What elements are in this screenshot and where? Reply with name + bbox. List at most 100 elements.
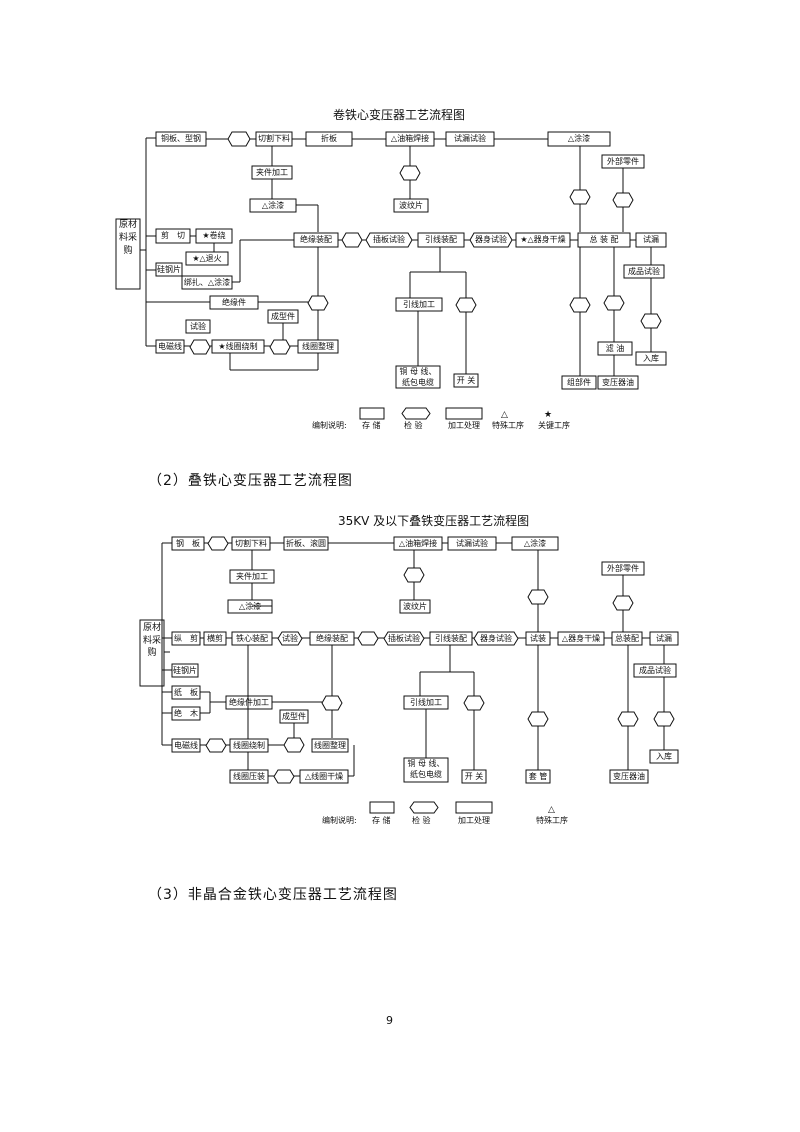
c1-components-box (561, 375, 597, 390)
c1-raw-material-label: 原材料采购 (118, 220, 137, 256)
chart1-boxes-test-label: 试漏 (643, 235, 659, 244)
c1-legend-star-icon: ★ (544, 410, 552, 420)
chart1-boxes-wire-label: 电磁线 (158, 342, 182, 351)
chart2-boxes-corrugated-label: 波纹片 (403, 602, 427, 611)
chart2-boxes-cut-label: 切割下料 (235, 539, 267, 548)
c2-legend-process: 加工处理 (458, 816, 490, 825)
c1-switch-box (453, 373, 479, 388)
chart2-boxes-try2-label: 试装 (530, 634, 546, 643)
chart2-boxes-paint-label: △涂漆 (523, 539, 547, 548)
page-number: 9 (386, 1014, 393, 1027)
chart1-boxes-oil-filter-label: 滤 油 (605, 344, 625, 353)
c1-legend-triangle-icon: △ (501, 410, 508, 420)
chart1-boxes-paint2-label: △涂漆 (261, 201, 285, 210)
c1-legend-key: 关键工序 (538, 421, 570, 430)
c2-coil-finish-box (311, 738, 349, 753)
chart1-boxes-ins-assembly-label: 绝缘装配 (300, 235, 332, 244)
chart1-boxes-plate-test-label: 插板试验 (373, 235, 405, 244)
c1-raw-material-box (115, 218, 141, 290)
chart1-boxes-anneal-label: ★△退火 (192, 254, 222, 263)
chart1-boxes-components-label: 组部件 (567, 378, 591, 387)
c2-legend-label: 编制说明: (322, 816, 357, 825)
c2-legend-inspect-shape (409, 801, 439, 814)
chart1-boxes-lead-label: 引线装配 (425, 235, 457, 244)
chart2-boxes-wood-label: 绝 木 (174, 709, 198, 718)
chart2-boxes-storage-in-label: 入库 (656, 752, 672, 761)
c2-si-steel-box (171, 663, 199, 678)
chart2-boxes-core-asm-label: 铁心装配 (236, 634, 268, 643)
c1-legend-special: 特殊工序 (492, 421, 524, 430)
chart2-boxes-support-label: 夹件加工 (236, 572, 268, 581)
chart1-boxes-storage-in-label: 入库 (643, 354, 659, 363)
c2-legend-storage: 存 储 (372, 816, 391, 825)
chart2-boxes-switch-label: 开 关 (464, 772, 484, 781)
chart1-boxes-bind-label: 绑扎、△涂漆 (183, 278, 231, 287)
c1-legend-storage-shape (359, 407, 385, 420)
c1-si-steel-box (155, 262, 183, 277)
chart2-boxes-si-steel-label: 硅钢片 (173, 666, 197, 675)
chart1-boxes-cut-label: 切割下料 (258, 134, 290, 143)
chart1-boxes-oil-label: 变压器油 (602, 378, 634, 387)
c2-legend-storage-shape (369, 801, 395, 814)
chart2-boxes-paper-label: 纸 板 (174, 688, 198, 697)
chart1-boxes-paint-label: △涂漆 (567, 134, 591, 143)
c2-storage-in-box (649, 749, 679, 764)
chart2-boxes-oil-label: 变压器油 (613, 772, 645, 781)
chart2-boxes-fold-label: 折板、滚圆 (286, 539, 326, 548)
c1-legend-storage: 存 储 (362, 421, 381, 430)
c1-paint-box (547, 131, 611, 147)
chart1-boxes-leak-label: 试漏试验 (454, 134, 486, 143)
c1-product-test-box (623, 264, 665, 279)
c2-raw-material-label: 原材料采购 (142, 623, 161, 658)
chart1-boxes-lead-proc-label: 引线加工 (403, 300, 435, 309)
c1-lead-proc-box (395, 297, 443, 312)
c1-storage-in-box (635, 351, 667, 366)
chart2-title: 35KV 及以下叠铁变压器工艺流程图 (338, 514, 530, 528)
chart2-boxes-shear-label: 纵 剪 (174, 634, 198, 643)
chart2-boxes-molded-label: 成型件 (282, 712, 306, 721)
c2-legend-process-shape (455, 801, 493, 814)
c2-product-test-box (633, 663, 677, 678)
c2-paint-box (511, 536, 559, 551)
chart2-boxes-body-test-label: 器身试验 (480, 634, 512, 643)
chart2-boxes-lead-proc-label: 引线加工 (410, 698, 442, 707)
c1-legend-process-shape (445, 407, 483, 420)
chart2-boxes-ins-asm-label: 绝缘装配 (316, 634, 348, 643)
chart1-title: 卷铁心变压器工艺流程图 (333, 108, 466, 122)
chart2-boxes-cross-label: 横剪 (207, 634, 223, 643)
chart1-boxes-ext-parts-label: 外部零件 (607, 157, 639, 166)
c1-legend-inspect: 检 验 (404, 421, 423, 430)
chart2-boxes-try1-label: 试验 (282, 634, 298, 643)
chart2-boxes-ins-proc-label: 绝缘件加工 (229, 698, 269, 707)
c2-raw-material-box (139, 619, 165, 687)
chart2-boxes-wire-label: 电磁线 (174, 741, 198, 750)
chart1-boxes-coil-core-label: ★卷绕 (202, 231, 226, 240)
chart2-boxes-ext-parts-label: 外部零件 (607, 564, 639, 573)
c2-bushing-box (525, 769, 551, 784)
chart1-boxes-si-steel-label: 硅钢片 (157, 265, 181, 274)
c1-legend-process: 加工处理 (448, 421, 480, 430)
heading-2: （2）叠铁心变压器工艺流程图 (148, 473, 353, 489)
c1-legend-label: 编制说明: (312, 421, 347, 430)
c1-corrugated-box (393, 198, 429, 213)
chart1-boxes-product-test-label: 成品试验 (628, 267, 660, 276)
chart1-boxes-shear-label: 剪 切 (161, 231, 185, 240)
chart1-boxes-steel-label: 铜板、型钢 (161, 134, 201, 143)
chart1-boxes-insulator-label: 绝缘件 (222, 298, 246, 307)
c2-legend-special: 特殊工序 (536, 816, 568, 825)
chart2-boxes-lead-label: 引线装配 (435, 634, 467, 643)
chart2-boxes-dry-label: △器身干燥 (561, 634, 601, 643)
chart2-boxes-leak-label: 试漏试验 (456, 539, 488, 548)
chart1-boxes-winding-label: ★线圈绕制 (218, 342, 258, 351)
heading-3: （3）非晶合金铁心变压器工艺流程图 (148, 887, 398, 903)
chart2-boxes-press-label: 线圈压装 (233, 772, 265, 781)
c2-switch-box (461, 769, 487, 784)
chart1-boxes-molded-label: 成型件 (271, 312, 295, 321)
chart2-boxes-paint2-label: △涂漆 (238, 602, 262, 611)
chart1-boxes-copper-label: 铜 母 线、纸包电缆 (399, 367, 437, 387)
c1-oil-box (597, 375, 639, 390)
chart2-boxes-winding-label: 线圈绕制 (233, 741, 265, 750)
chart1-boxes-support-label: 夹件加工 (256, 168, 288, 177)
chart2-boxes-plate-test-label: 插板试验 (388, 634, 420, 643)
